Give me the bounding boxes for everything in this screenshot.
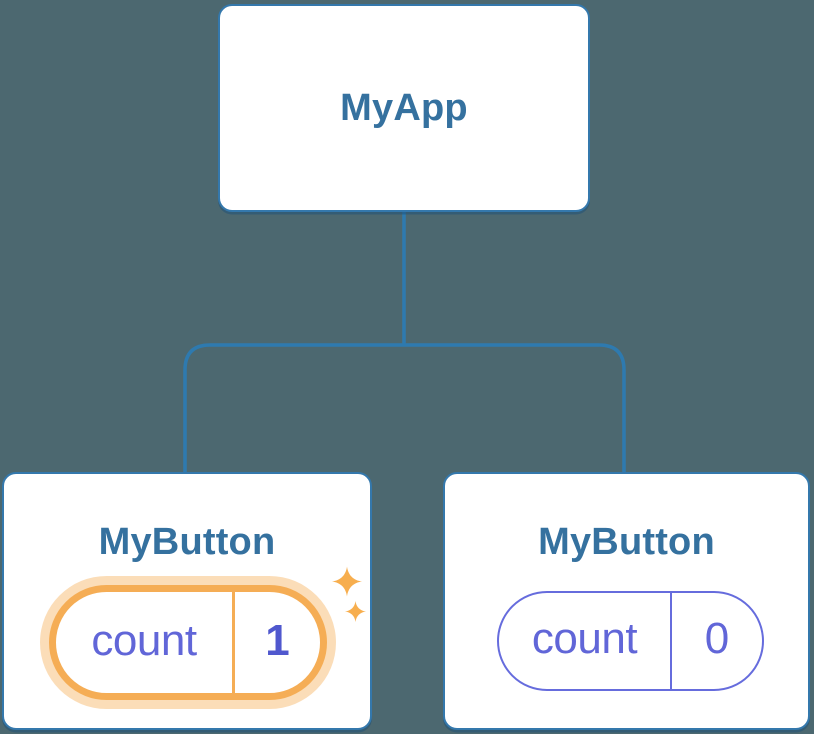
state-pill: count 0 bbox=[497, 591, 764, 691]
node-card-myapp: MyApp bbox=[218, 4, 590, 212]
node-card-mybutton-1: MyButton count 1 bbox=[2, 472, 372, 730]
state-name: count bbox=[531, 614, 638, 663]
sparkle-small bbox=[345, 601, 366, 622]
node-title-myapp: MyApp bbox=[340, 86, 468, 129]
state-pill-highlighted: count 1 bbox=[49, 585, 327, 700]
state-value-cell: 0 bbox=[672, 593, 762, 689]
state-value: 1 bbox=[265, 615, 290, 665]
node-title-mybutton-1: MyButton bbox=[98, 521, 276, 563]
connector-bracket bbox=[183, 343, 626, 473]
sparkle-icon bbox=[332, 566, 366, 622]
state-value: 0 bbox=[704, 614, 730, 663]
state-name-cell: count bbox=[499, 593, 672, 689]
state-value-cell: 1 bbox=[235, 592, 320, 693]
sparkle-large bbox=[332, 566, 362, 597]
state-name-cell: count bbox=[56, 592, 235, 693]
node-title-mybutton-2: MyButton bbox=[538, 521, 715, 563]
node-card-mybutton-2: MyButton count 0 bbox=[443, 472, 810, 730]
state-name: count bbox=[91, 615, 197, 665]
